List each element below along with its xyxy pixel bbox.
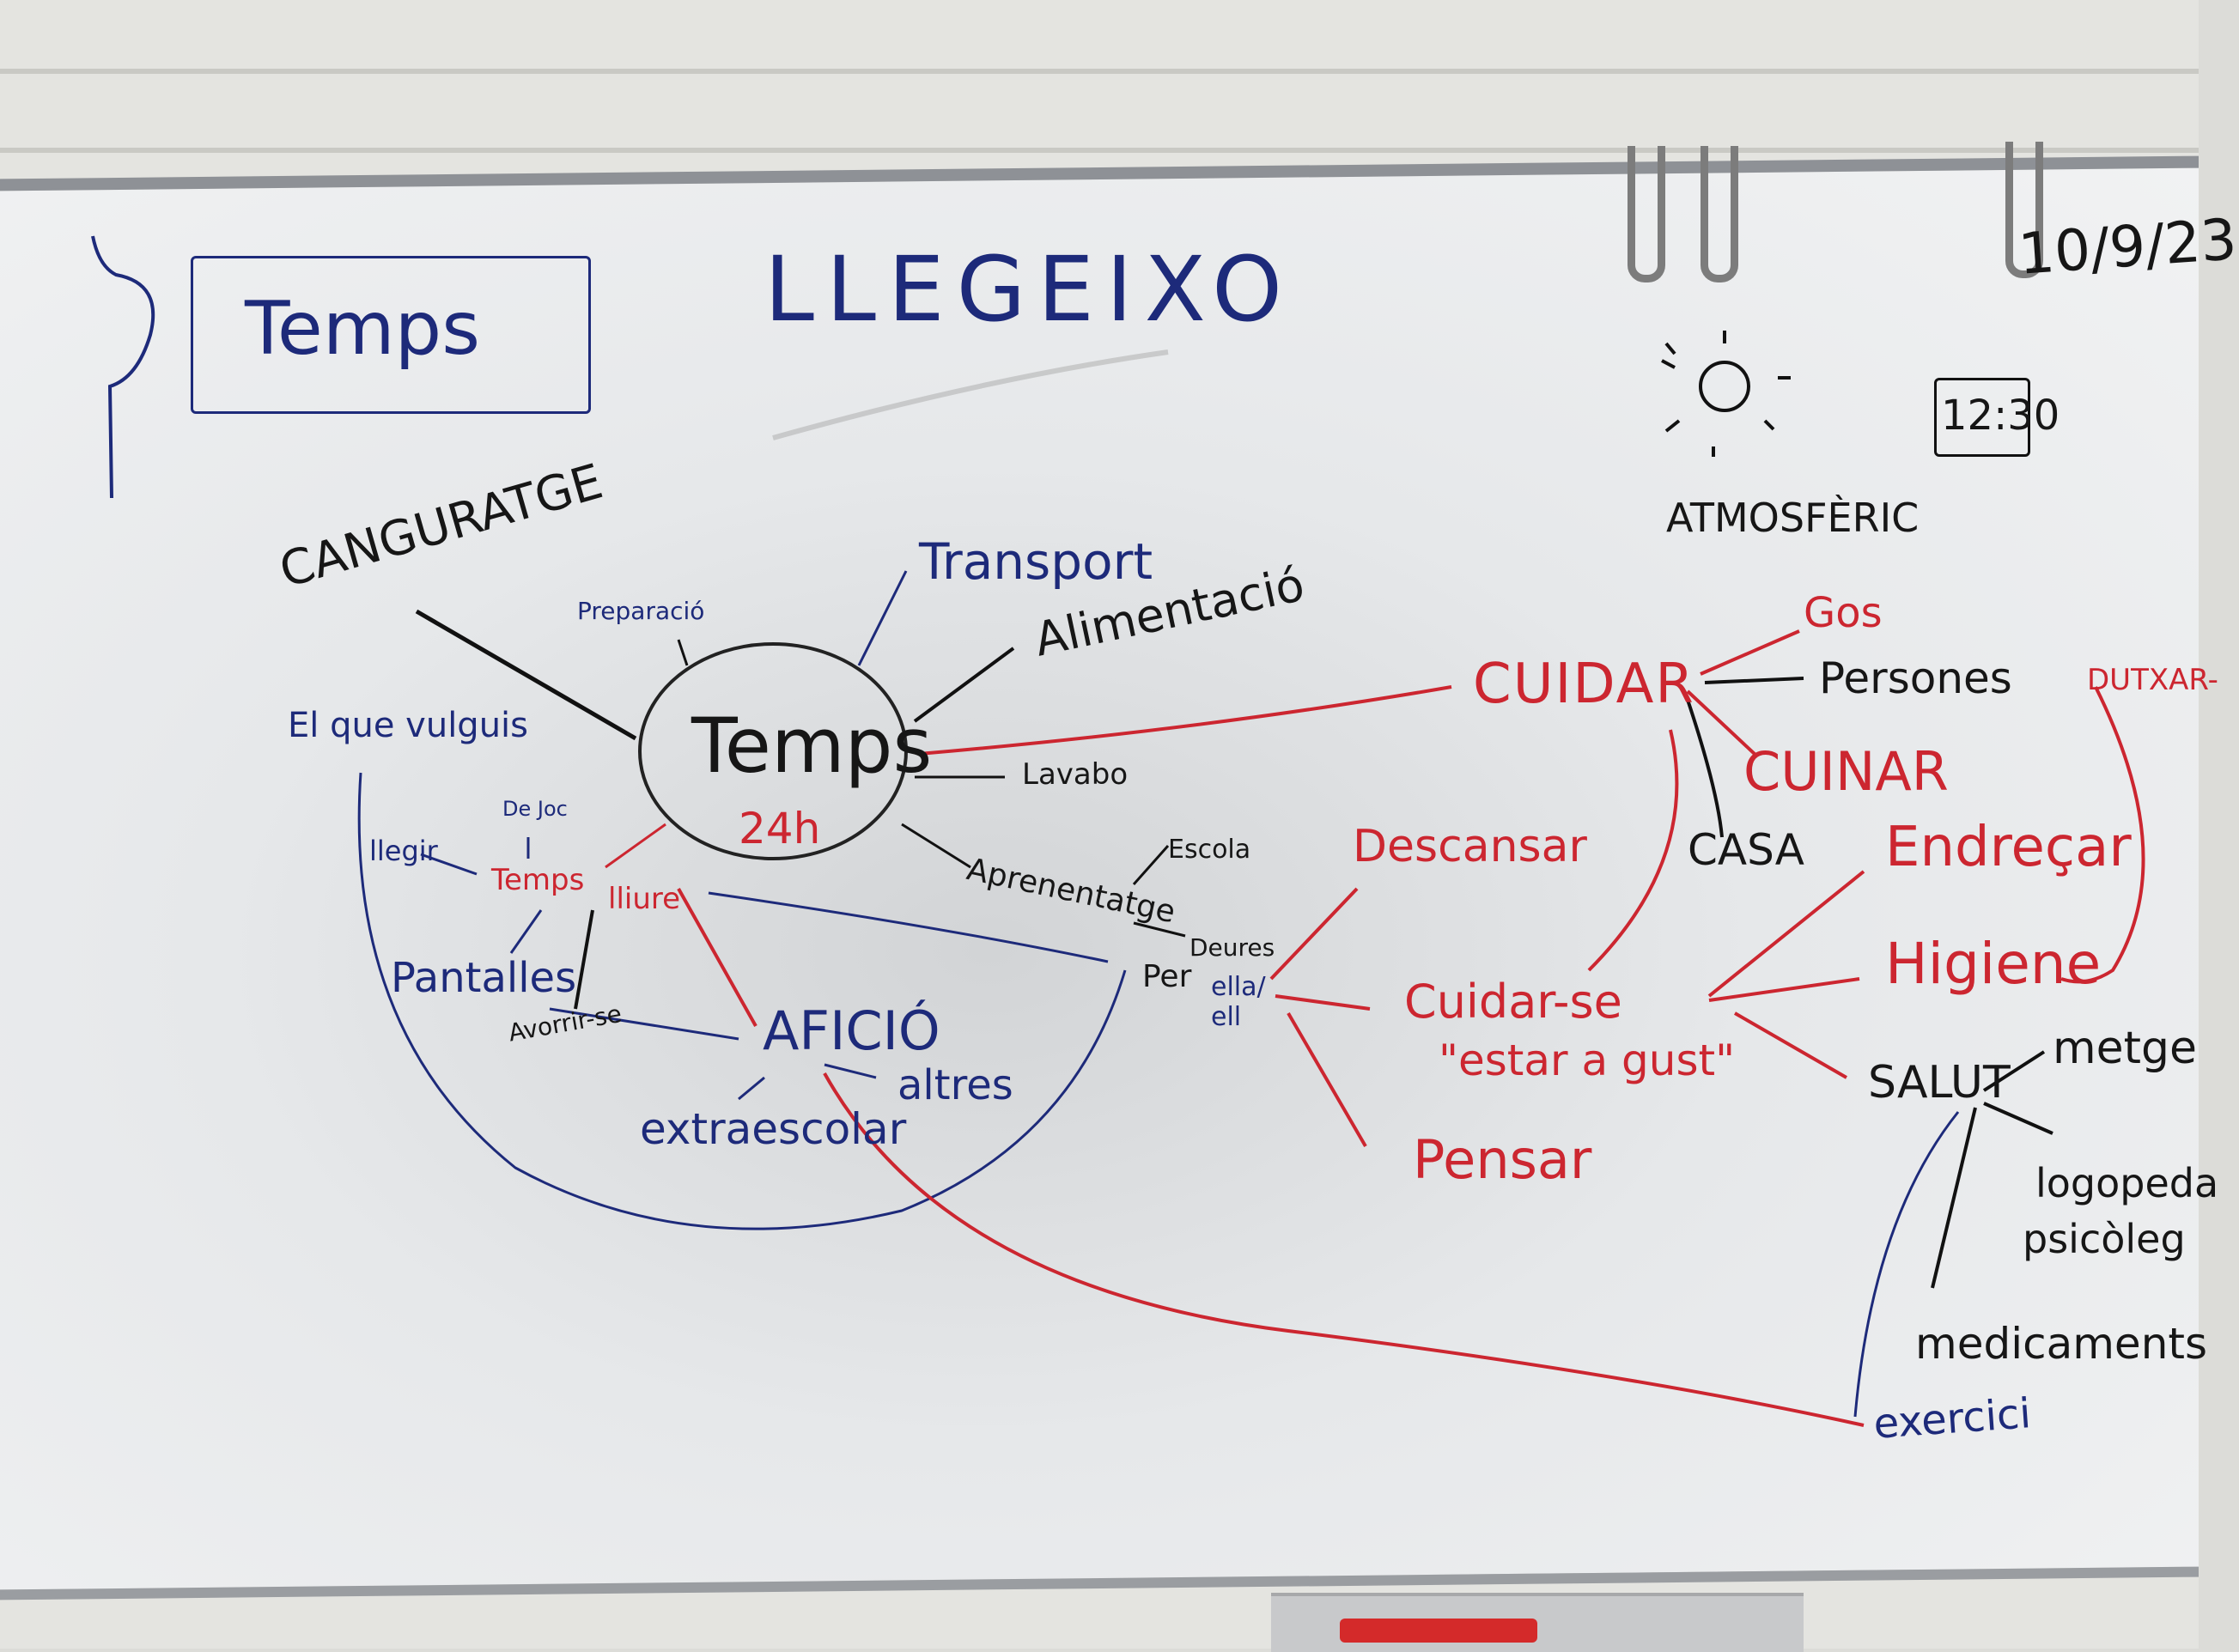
topic-box-text: Temps — [245, 286, 480, 372]
label-gos: Gos — [1804, 589, 1883, 637]
label-estar-a-gust: "estar a gust" — [1439, 1036, 1736, 1085]
label-lavabo: Lavabo — [1022, 757, 1129, 792]
label-medicaments: medicaments — [1915, 1319, 2208, 1369]
label-extraescolar: extraescolar — [640, 1104, 907, 1154]
label-cuinar: CUINAR — [1743, 740, 1949, 803]
label-psicoleg: psicòleg — [2023, 1216, 2186, 1262]
label-de-joc: De Joc — [502, 797, 568, 821]
label-cuidar: CUIDAR — [1473, 653, 1695, 716]
whiteboard-hook — [2005, 142, 2043, 278]
whiteboard-hook — [1628, 146, 1665, 282]
label-ell: ell — [1211, 1002, 1242, 1032]
label-exercici: exercici — [1871, 1389, 2033, 1449]
label-el-que-vulguis: El que vulguis — [288, 706, 528, 745]
center-sub: 24h — [739, 804, 821, 853]
label-endrecar: Endreçar — [1885, 816, 2132, 879]
label-altres: altres — [897, 1061, 1013, 1109]
label-ella: ella/ — [1211, 972, 1266, 1002]
label-casa: CASA — [1688, 825, 1804, 875]
topic-box — [191, 256, 591, 414]
label-deures: Deures — [1189, 933, 1275, 962]
label-salut: SALUT — [1868, 1057, 2011, 1108]
label-temps-small: Temps — [491, 863, 585, 897]
label-dutxar: DUTXAR- — [2087, 663, 2218, 697]
label-aficio: AFICIÓ — [763, 999, 940, 1062]
red-marker — [1340, 1619, 1537, 1643]
label-preparacio: Preparació — [577, 597, 705, 625]
weather-label: ATMOSFÈRIC — [1666, 495, 1920, 541]
label-descansar: Descansar — [1353, 821, 1587, 872]
board-title: LLEGEIXO — [764, 237, 1295, 342]
label-lliure: lliure — [608, 882, 681, 916]
label-logopeda: logopeda — [2035, 1160, 2219, 1206]
label-pantalles: Pantalles — [391, 954, 577, 1002]
whiteboard-hook — [1701, 146, 1738, 282]
label-pensar: Pensar — [1413, 1128, 1592, 1191]
label-metge: metge — [2053, 1023, 2198, 1074]
label-escola: Escola — [1168, 835, 1251, 865]
label-llegir: llegir — [369, 835, 438, 867]
label-per: Per — [1142, 959, 1192, 994]
label-persones: Persones — [1819, 653, 2012, 703]
label-transport: Transport — [919, 532, 1153, 591]
label-higiene: Higiene — [1885, 931, 2102, 997]
center-main: Temps — [691, 701, 933, 790]
date: 10/9/23 — [2016, 206, 2239, 288]
clock-time: 12:30 — [1941, 392, 2060, 440]
clock-box — [1934, 378, 2030, 457]
label-cuidar-se: Cuidar-se — [1404, 975, 1622, 1029]
